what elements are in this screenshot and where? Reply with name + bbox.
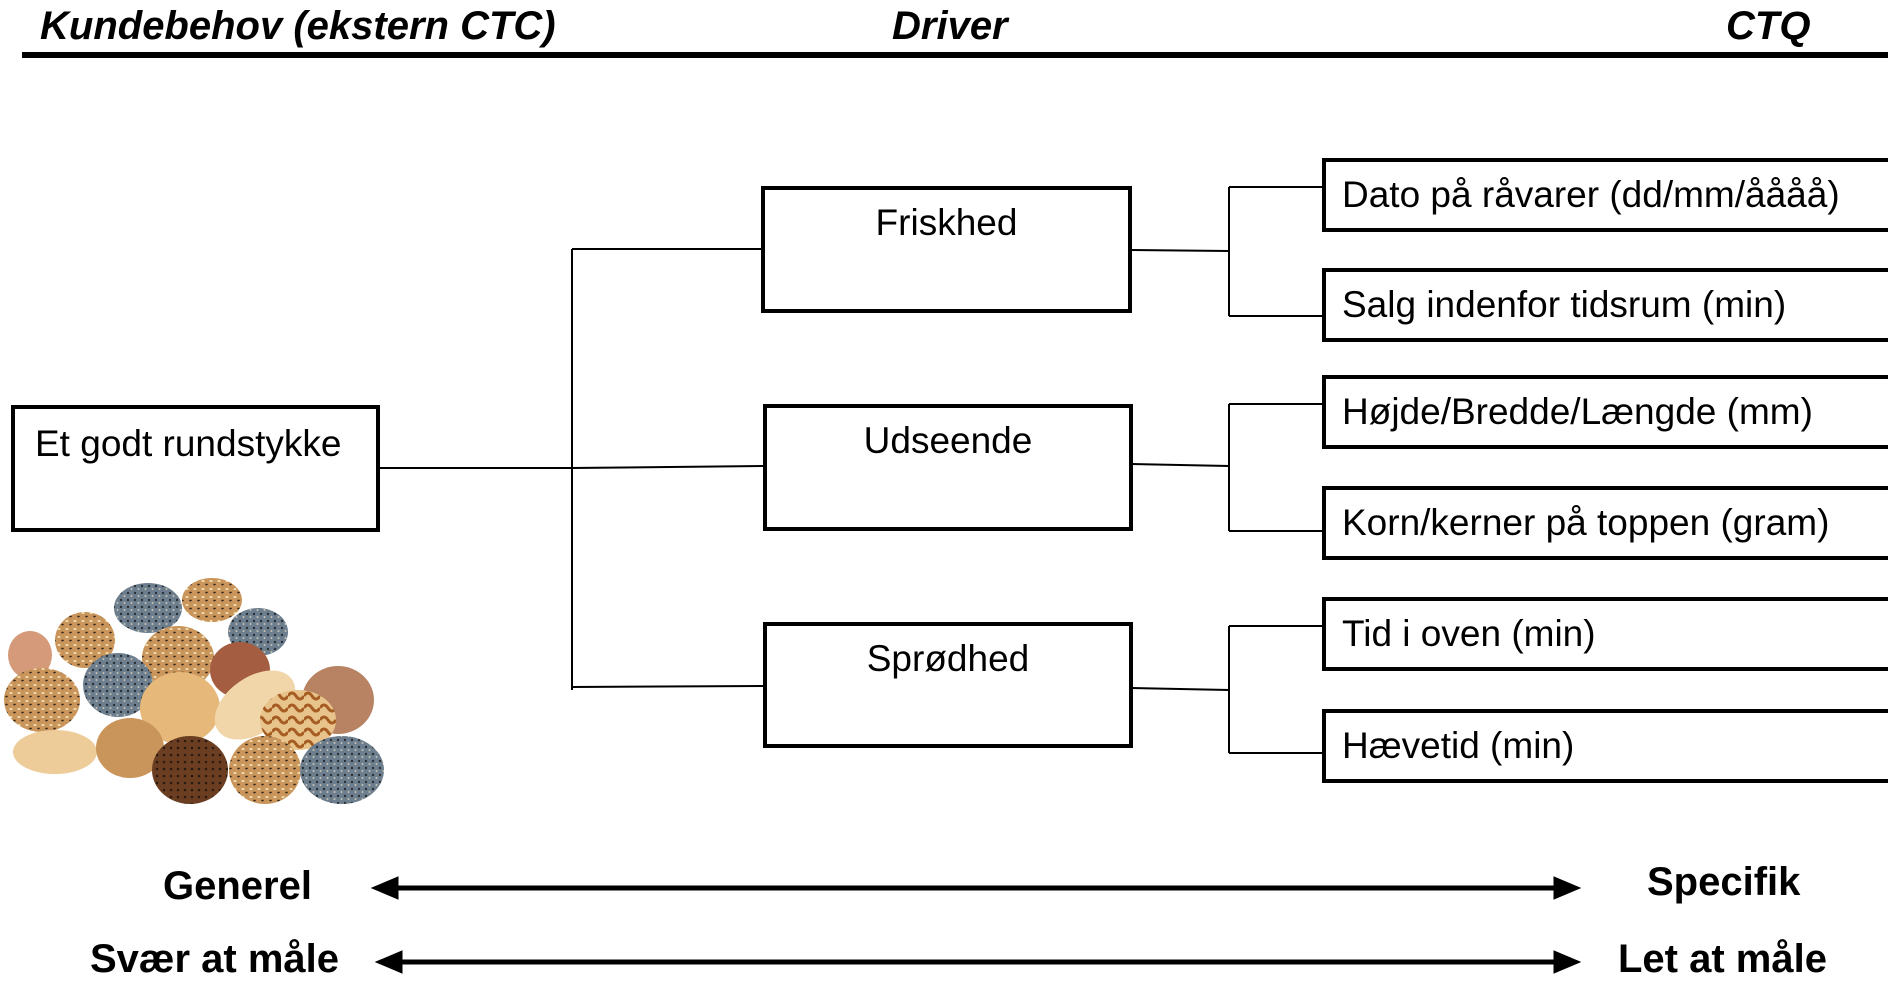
ctq-node: Salg indenfor tidsrum (min): [1322, 268, 1888, 342]
driver-node-sprodhed: Sprødhed: [763, 622, 1133, 748]
ctq-label: Salg indenfor tidsrum (min): [1342, 284, 1787, 325]
header-rule: [22, 52, 1888, 58]
ctq-node: Dato på råvarer (dd/mm/åååå): [1322, 158, 1888, 232]
ctq-label: Hævetid (min): [1342, 725, 1575, 766]
header-driver: Driver: [892, 4, 1008, 48]
root-node: Et godt rundstykke: [11, 405, 380, 532]
bread-rolls-image: [4, 578, 384, 804]
root-node-label: Et godt rundstykke: [35, 423, 342, 464]
ctq-label: Korn/kerner på toppen (gram): [1342, 502, 1830, 543]
ctq-label: Dato på råvarer (dd/mm/åååå): [1342, 174, 1840, 215]
ctq-node: Korn/kerner på toppen (gram): [1322, 486, 1888, 560]
scale-right-label-specific: Specifik: [1647, 860, 1801, 904]
ctq-node: Højde/Bredde/Længde (mm): [1322, 375, 1888, 449]
driver-node-friskhed: Friskhed: [761, 186, 1132, 313]
ctq-node: Tid i oven (min): [1322, 597, 1888, 671]
header-customer-needs: Kundebehov (ekstern CTC): [40, 4, 556, 48]
header-ctq: CTQ: [1726, 4, 1811, 48]
ctq-label: Højde/Bredde/Længde (mm): [1342, 391, 1813, 432]
ctq-node: Hævetid (min): [1322, 709, 1888, 783]
driver-label: Udseende: [863, 420, 1033, 461]
driver-label: Sprødhed: [866, 638, 1030, 679]
scale-left-label-general: Generel: [163, 864, 312, 908]
scale-left-label-hard-to-measure: Svær at måle: [90, 937, 340, 981]
ctq-label: Tid i oven (min): [1342, 613, 1596, 654]
driver-node-udseende: Udseende: [763, 404, 1133, 531]
driver-label: Friskhed: [875, 202, 1018, 243]
scale-right-label-easy-to-measure: Let at måle: [1618, 937, 1827, 981]
